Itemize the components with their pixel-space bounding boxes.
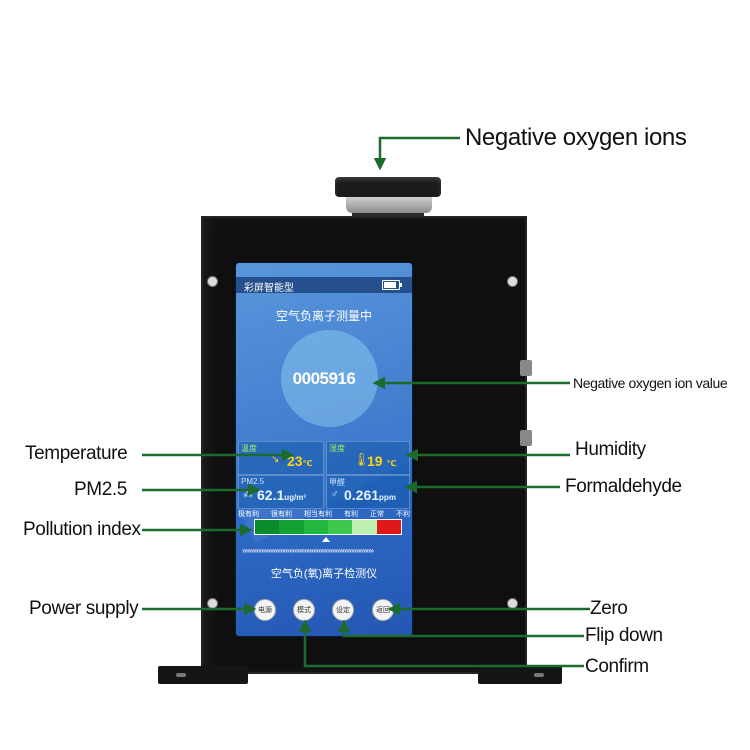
callout-humidity: Humidity	[575, 439, 646, 460]
set-key[interactable]: 设定	[332, 599, 354, 621]
scale-label: 不利	[396, 511, 410, 518]
ion-sensor-cap	[335, 177, 441, 197]
measuring-status: 空气负离子测量中	[275, 309, 372, 323]
scale-label: 很有利	[271, 511, 292, 518]
scale-label: 相当有利	[304, 511, 332, 518]
ion-value: 0005916	[292, 369, 356, 388]
pollution-segment	[376, 520, 401, 534]
temperature-unit: ℃	[302, 459, 313, 468]
thermometer-icon: ↘	[271, 454, 280, 465]
ion-value-circle	[281, 330, 378, 427]
humidity-label: 湿度	[329, 444, 345, 453]
callout-ion-value: Negative oxygen ion value	[573, 375, 728, 391]
battery-icon	[382, 280, 402, 290]
side-port-top	[520, 360, 532, 376]
arrow-confirm	[298, 619, 584, 668]
mode-key-label: 模式	[297, 607, 311, 614]
device-title: 空气负(氧)离子检测仪	[270, 568, 378, 580]
pollution-segment	[303, 520, 328, 534]
callout-power-supply: Power supply	[29, 598, 139, 619]
formaldehyde-label: 甲醛	[329, 478, 345, 487]
pm25-label: PM2.5	[241, 477, 265, 486]
callout-formaldehyde: Formaldehyde	[565, 476, 682, 497]
humidity-value: 19	[367, 453, 383, 469]
scale-label: 极有利	[238, 511, 259, 518]
callout-confirm: Confirm	[585, 656, 649, 677]
status-bar: 彩屏智能型	[236, 277, 412, 294]
pollution-segment	[279, 520, 304, 534]
humidity-cell: 湿度 🌡 19 ℃	[326, 441, 410, 475]
set-key-label: 设定	[336, 607, 350, 614]
molecule-icon: ♂	[331, 489, 339, 500]
arrow-flip-down	[337, 619, 584, 638]
foot-hole	[176, 673, 186, 677]
callout-pollution-index: Pollution index	[23, 519, 141, 540]
scale-label: 正常	[370, 511, 384, 518]
pm25-unit: ug/m³	[284, 493, 307, 502]
temperature-label: 温度	[241, 444, 257, 453]
chevron-strip: »»»»»»»»»»»»»»»»»»»»»»»»»»»»»»»»»»»»»»	[242, 546, 374, 555]
formaldehyde-cell: 甲醛 ♂ 0.261ppm	[326, 475, 410, 509]
formaldehyde-unit: ppm	[379, 493, 396, 502]
humidity-unit: ℃	[386, 459, 397, 468]
arrow-negative-oxygen-ions	[373, 136, 460, 171]
power-key-label: 电源	[258, 607, 272, 614]
screw-icon	[507, 276, 518, 287]
callout-pm25: PM2.5	[74, 479, 127, 500]
callout-temperature: Temperature	[25, 443, 128, 464]
pm25-value: 62.1	[257, 487, 285, 503]
display-screen: 彩屏智能型 空气负离子测量中 0005916 温度 ↘ 23℃ 湿度 🌡 19 …	[236, 263, 412, 636]
return-key-label: 返回	[376, 607, 390, 614]
pollution-segment	[255, 520, 280, 534]
callout-zero: Zero	[590, 598, 628, 619]
sensor-ring	[346, 195, 432, 213]
screw-icon	[207, 276, 218, 287]
mode-label: 彩屏智能型	[244, 283, 294, 294]
pollution-indicator-icon	[322, 537, 330, 542]
side-port-bottom	[520, 430, 532, 446]
pollution-segment	[352, 520, 377, 534]
callout-flip-down: Flip down	[585, 625, 663, 646]
pollution-index-bar	[254, 519, 402, 535]
foot-hole	[534, 673, 544, 677]
thermometer-icon: 🌡	[353, 452, 370, 467]
pollution-scale-labels: 极有利 很有利 相当有利 有利 正常 不利	[238, 509, 410, 519]
callout-negative-oxygen-ions: Negative oxygen ions	[465, 124, 687, 151]
pollution-segment	[327, 520, 353, 534]
mounting-foot-right	[478, 666, 562, 684]
scale-label: 有利	[344, 511, 358, 518]
formaldehyde-value: 0.261	[344, 487, 380, 503]
mounting-foot-left	[158, 666, 248, 684]
